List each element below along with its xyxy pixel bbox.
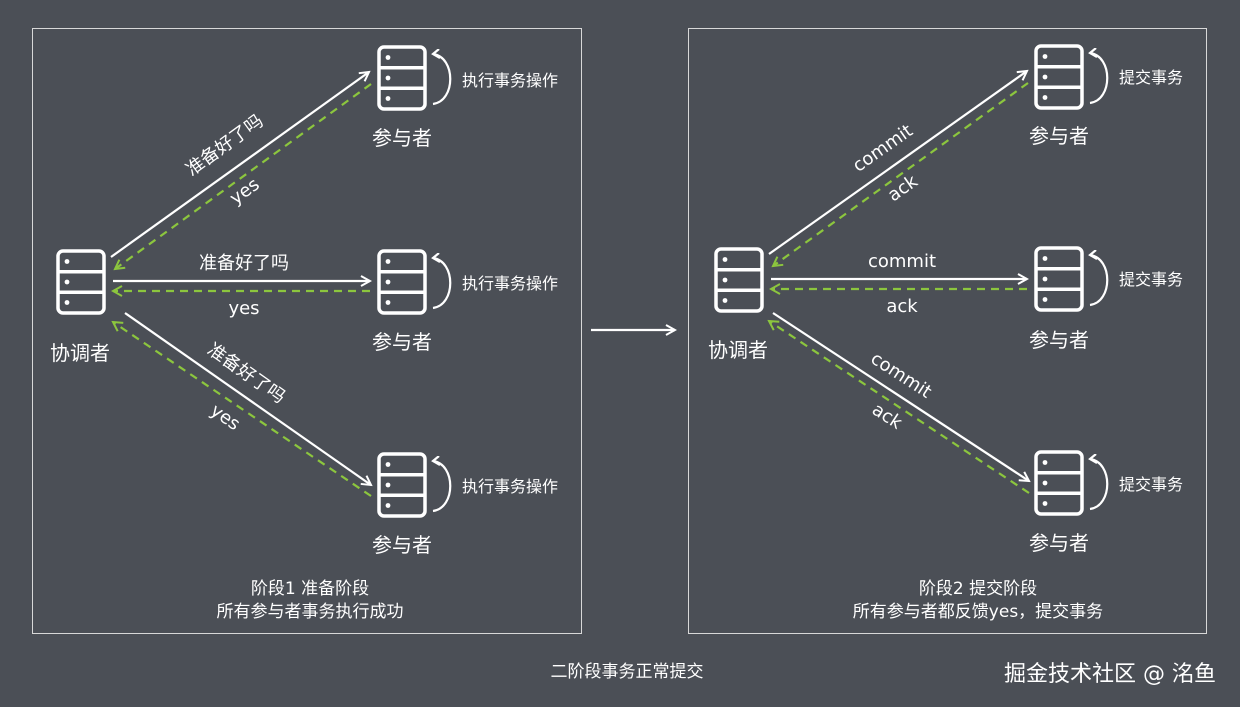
phase2-participant-1-server-icon: [1034, 44, 1084, 110]
phase1-participant-3-label: 参与者: [372, 533, 432, 557]
phase2-reply-label-1: ack: [884, 171, 922, 207]
phase1-request-arrow-3: [124, 312, 371, 485]
phase1-coordinator-label: 协调者: [50, 341, 110, 365]
phase2-request-label-1: commit: [849, 120, 917, 176]
phase2-participant-3-server-icon: [1034, 450, 1084, 516]
phase1-reply-arrow-3: [113, 322, 372, 497]
phase2-reply-label-3: ack: [868, 399, 906, 434]
phase2-participant-3-label: 参与者: [1029, 531, 1089, 555]
phase2-coordinator-server-icon: [714, 247, 764, 313]
phase1-participant-3-server-icon: [377, 452, 427, 518]
phase2-cycle-1-circular-arrow-icon: [1088, 48, 1109, 105]
phase1-action-2-label: 执行事务操作: [462, 274, 558, 293]
phase2-request-label-2: commit: [868, 251, 936, 272]
phase2-group: 协调者 参与者 参与者 参与者 提交事务 提交事务 提交事务 commit ac…: [708, 44, 1183, 622]
phase1-panel: [32, 28, 582, 634]
phase1-participant-1-server-icon: [377, 45, 427, 111]
phase2-caption-line1: 阶段2 提交阶段: [919, 579, 1037, 599]
phase1-reply-label-1: yes: [226, 174, 264, 209]
phase2-participant-2-label: 参与者: [1029, 328, 1089, 352]
phase1-request-arrow-1: [110, 72, 369, 258]
phase2-action-2-label: 提交事务: [1119, 270, 1183, 289]
phase1-reply-label-2: yes: [228, 298, 259, 319]
phase2-coordinator-label: 协调者: [708, 338, 768, 362]
phase1-participant-2-label: 参与者: [372, 330, 432, 354]
phase2-reply-label-2: ack: [886, 296, 918, 317]
phase1-caption-line1: 阶段1 准备阶段: [251, 579, 369, 599]
phase2-participant-1-label: 参与者: [1029, 124, 1089, 148]
phase2-request-label-3: commit: [867, 348, 936, 403]
phase1-action-3-label: 执行事务操作: [462, 477, 558, 496]
phase2-action-3-label: 提交事务: [1119, 475, 1183, 494]
phase1-participant-1-label: 参与者: [372, 126, 432, 150]
phase1-request-label-2: 准备好了吗: [199, 253, 289, 274]
phase1-caption-line2: 所有参与者事务执行成功: [217, 602, 404, 622]
watermark: 掘金技术社区 @ 洺鱼: [1004, 662, 1216, 687]
footer-title: 二阶段事务正常提交: [551, 662, 704, 682]
phase2-cycle-3-circular-arrow-icon: [1088, 454, 1109, 511]
phase1-action-1-label: 执行事务操作: [462, 71, 558, 90]
phase2-participant-2-server-icon: [1034, 246, 1084, 312]
phase1-cycle-3-circular-arrow-icon: [431, 456, 452, 513]
phase1-participant-2-server-icon: [377, 249, 427, 315]
phase2-request-arrow-1: [768, 71, 1027, 255]
phase1-request-label-1: 准备好了吗: [182, 111, 267, 181]
phase1-coordinator-server-icon: [56, 249, 106, 315]
phase1-group: 协调者 参与者 参与者 参与者 执行事务操作 执行事务操作 执行事务操作 准备好…: [50, 45, 558, 622]
phase2-caption-line2: 所有参与者都反馈yes，提交事务: [853, 602, 1103, 622]
phase1-cycle-2-circular-arrow-icon: [431, 253, 452, 310]
phase1-cycle-1-circular-arrow-icon: [431, 49, 452, 106]
phase2-reply-arrow-1: [773, 82, 1029, 266]
phase1-reply-arrow-1: [115, 83, 372, 269]
phase2-reply-arrow-3: [769, 321, 1030, 494]
phase2-request-arrow-3: [772, 312, 1029, 481]
phase2-action-1-label: 提交事务: [1119, 68, 1183, 87]
phase2-panel: [688, 28, 1207, 634]
phase2-cycle-2-circular-arrow-icon: [1088, 250, 1109, 307]
